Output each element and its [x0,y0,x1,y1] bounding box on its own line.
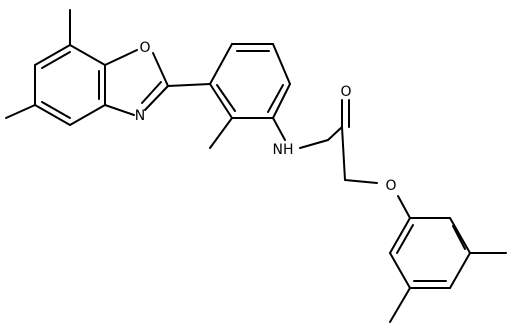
bond [34,104,71,126]
bond [449,252,471,289]
carbonyl-oxygen-label: O [340,84,351,100]
methyl-bond [389,287,411,323]
bond [327,126,343,141]
bond [389,252,411,289]
bond [272,43,291,85]
methyl-bond [5,104,36,119]
bond [397,195,411,219]
bond [104,104,135,116]
bond [449,217,471,254]
bond-double [267,84,284,113]
bond [344,179,378,184]
bond-double [396,224,414,254]
oxazole-ring [104,49,169,116]
methyl-bond [209,117,233,149]
bond [34,44,71,66]
bond [272,83,291,119]
bond [341,126,346,181]
bond-double [452,225,466,250]
ring-nitrogen-label: N [135,108,145,124]
bond [152,52,169,87]
bond [144,85,169,111]
amide-nh-label: NH [273,142,294,158]
dimethylphenyl-ring [389,217,471,289]
bond [209,43,233,85]
bond [299,139,329,149]
benzoxazole-benzene-ring [34,44,106,126]
bond [209,83,233,119]
bond-double [41,51,71,69]
bond-double [216,84,236,112]
central-phenyl-ring [209,43,291,119]
ring-oxygen-label: O [139,40,150,56]
bond-double [41,101,71,119]
bond [389,217,411,254]
bond [104,49,138,66]
bond [69,104,106,126]
bond-double [141,81,162,104]
bond [167,83,211,87]
bond [272,117,286,141]
ether-oxygen-label: O [385,178,396,194]
bond [69,44,106,66]
